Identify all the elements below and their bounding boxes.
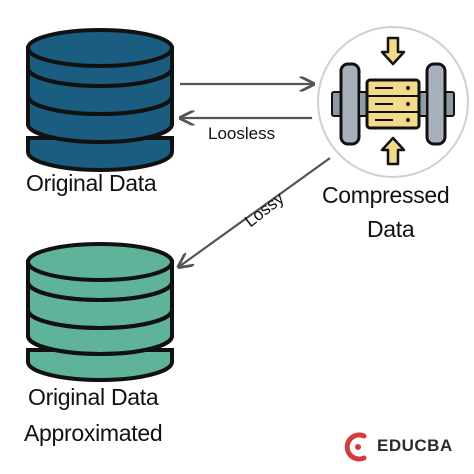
original-data-label: Original Data [26,170,157,196]
brand-logo: EDUCBA [345,432,453,460]
approx-database-icon [26,242,174,382]
brand-name: EDUCBA [377,436,453,455]
lossy-arrow [180,157,331,266]
approximated-label-line2: Approximated [24,420,163,446]
original-database-icon [26,28,174,172]
educba-logo-icon [344,432,367,462]
lossless-label: Loosless [208,124,276,143]
compression-press-icon [317,26,469,178]
compressed-label-line2: Data [367,216,415,242]
compressed-label-line1: Compressed [322,182,450,208]
approximated-label-line1: Original Data [28,384,159,410]
